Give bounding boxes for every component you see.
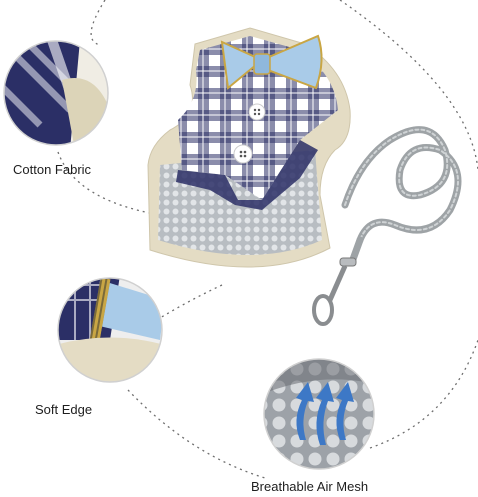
leash	[341, 126, 462, 266]
air-mesh-caption: Breathable Air Mesh	[251, 479, 369, 494]
airflow-arrow-icon	[296, 382, 354, 445]
harness-vest	[147, 27, 351, 268]
cotton-fabric-closeup	[3, 40, 109, 146]
air-mesh-closeup	[263, 358, 375, 470]
cotton-fabric-caption: Cotton Fabric	[13, 162, 92, 177]
vest-button-bottom	[233, 144, 253, 164]
soft-edge-closeup	[57, 277, 163, 383]
bow-tie	[220, 34, 323, 90]
vest-button-top	[248, 103, 266, 121]
leash-clip	[312, 257, 357, 326]
soft-edge-caption: Soft Edge	[35, 402, 93, 417]
dotted-connector-lines	[57, 0, 478, 479]
